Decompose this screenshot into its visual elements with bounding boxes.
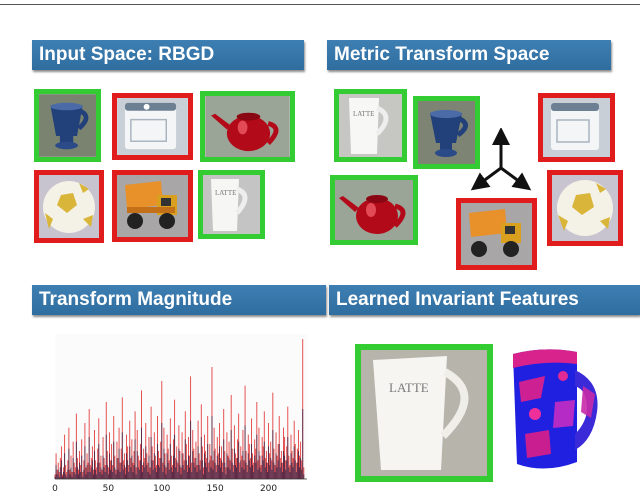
magnitude-title: Transform Magnitude: [39, 289, 233, 310]
chart-tick-label: 200: [260, 484, 277, 494]
invariant-latte-mug-image: LATTE: [361, 350, 487, 476]
top-rule: [0, 4, 640, 5]
invariant-banner: Learned Invariant Features: [329, 285, 640, 315]
input-toy-truck: [112, 170, 193, 242]
metric-blue-mug-image: [418, 101, 475, 164]
input-soccer-ball: [34, 170, 104, 243]
chart-tick-label: 0: [52, 484, 58, 494]
invariant-title: Learned Invariant Features: [336, 289, 579, 310]
metric-axes-icon: [470, 128, 532, 191]
chart-x-ticks: 0 50 100 150 200: [52, 484, 277, 494]
input-space-title: Input Space: RBGD: [39, 44, 215, 65]
metric-latte-mug-image: LATTE: [339, 94, 402, 157]
chart-tick-label: 100: [153, 484, 170, 494]
toy-truck-image: [117, 175, 188, 237]
metric-red-teapot: [330, 175, 418, 245]
invariant-point-cloud: [513, 349, 598, 469]
metric-soccer-ball-image: [552, 175, 618, 241]
latte-mug-image: LATTE: [203, 175, 260, 234]
latte-label-small: LATTE: [215, 189, 236, 197]
metric-toy-truck-image: [461, 203, 532, 265]
chart-tick-label: 50: [103, 484, 115, 494]
chart-plot-area: [55, 334, 307, 479]
metric-red-teapot-image: [335, 180, 413, 240]
metric-latte-label: LATTE: [353, 110, 374, 118]
metric-white-pitcher-image: [543, 98, 610, 157]
metric-space-banner: Metric Transform Space: [327, 40, 611, 70]
metric-latte-mug: LATTE: [334, 89, 407, 162]
chart-tick-label: 150: [207, 484, 224, 494]
metric-space-title: Metric Transform Space: [334, 44, 550, 65]
metric-white-pitcher: [538, 93, 615, 162]
transform-magnitude-chart: 0 50 100 150 200: [52, 334, 307, 494]
blue-mug-image: [39, 94, 96, 157]
input-red-teapot: [200, 91, 295, 162]
chart-series-dark: [54, 409, 305, 479]
input-blue-mug: [34, 89, 101, 162]
white-pitcher-image: [117, 98, 188, 155]
red-teapot-image: [205, 96, 290, 157]
soccer-ball-image: [39, 175, 99, 238]
invariant-latte-label: LATTE: [389, 380, 429, 395]
metric-blue-mug: [413, 96, 480, 169]
input-space-banner: Input Space: RBGD: [32, 40, 304, 70]
metric-toy-truck: [456, 198, 537, 270]
input-white-pitcher: [112, 93, 193, 160]
invariant-latte-mug: LATTE: [355, 344, 493, 482]
metric-soccer-ball: [547, 170, 623, 246]
magnitude-banner: Transform Magnitude: [32, 285, 326, 315]
input-latte-mug: LATTE: [198, 170, 265, 239]
